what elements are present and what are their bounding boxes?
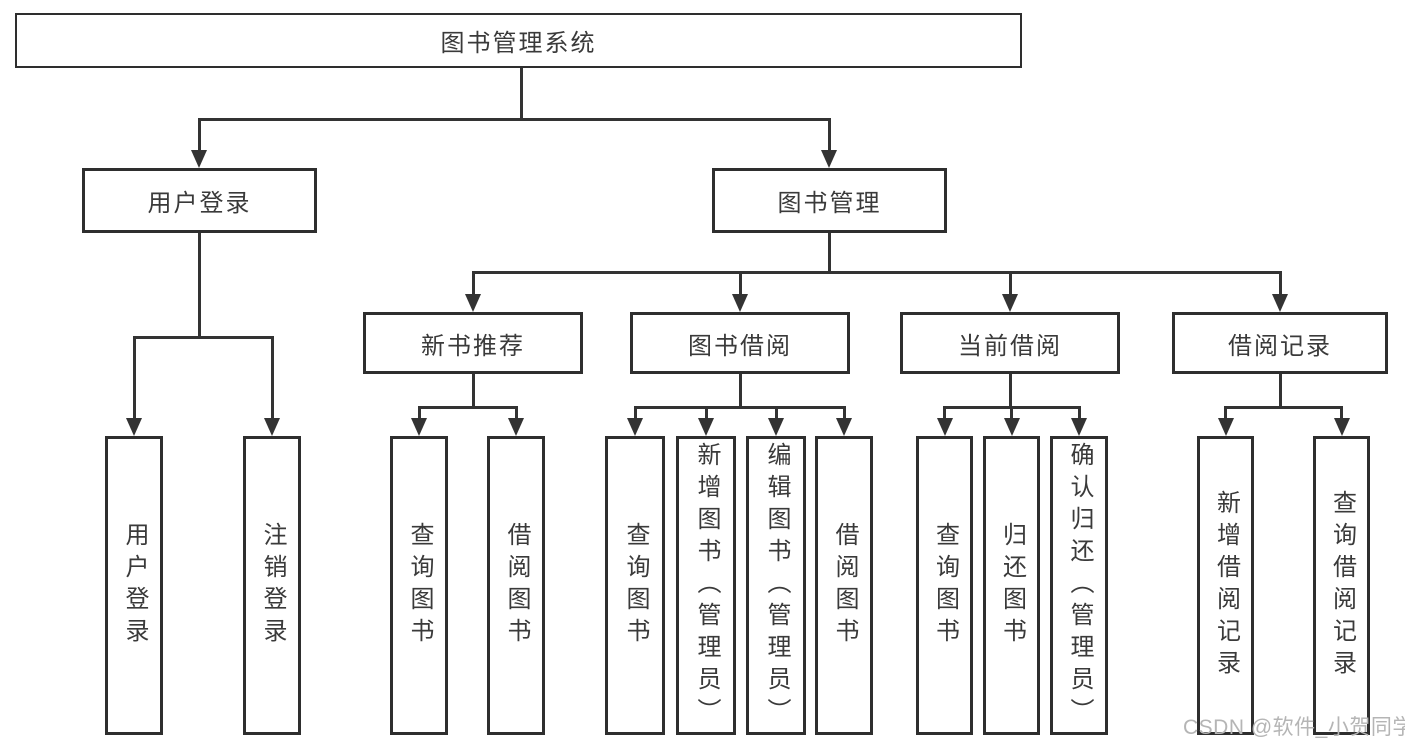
connector-line: [1278, 374, 1282, 406]
connector-line: [132, 336, 274, 339]
arrowhead-down-icon: [264, 418, 280, 436]
leaf-query-books-recommend: 查询图书: [390, 436, 448, 735]
connector-line: [827, 118, 831, 152]
leaf-query-books-current: 查询图书: [916, 436, 973, 735]
connector-line: [1008, 374, 1012, 406]
arrowhead-down-icon: [698, 418, 714, 436]
arrowhead-down-icon: [1002, 294, 1018, 312]
node-new-book-recommend: 新书推荐: [363, 312, 583, 374]
connector-line: [1278, 271, 1282, 296]
node-book-borrow: 图书借阅: [630, 312, 850, 374]
connector-line: [270, 336, 274, 420]
arrowhead-down-icon: [821, 150, 837, 168]
connector-line: [1340, 406, 1343, 420]
connector-line: [943, 406, 946, 420]
connector-line: [738, 374, 742, 406]
connector-line: [197, 118, 830, 121]
leaf-query-borrow-record: 查询借阅记录: [1313, 436, 1370, 735]
arrowhead-down-icon: [1003, 418, 1020, 436]
leaf-confirm-return-admin: 确认归还（管理员）: [1050, 436, 1108, 735]
connector-line: [520, 68, 523, 118]
connector-line: [633, 406, 637, 420]
connector-line: [842, 406, 846, 420]
connector-line: [704, 406, 708, 420]
arrowhead-down-icon: [191, 150, 207, 168]
connector-line: [827, 233, 831, 271]
arrowhead-down-icon: [411, 418, 427, 436]
arrowhead-down-icon: [836, 418, 852, 436]
connector-line: [1010, 406, 1013, 420]
connector-line: [1224, 406, 1343, 409]
leaf-add-books-admin: 新增图书（管理员）: [676, 436, 736, 735]
arrowhead-down-icon: [627, 418, 643, 436]
arrowhead-down-icon: [508, 418, 524, 436]
arrowhead-down-icon: [1272, 294, 1288, 312]
arrowhead-down-icon: [768, 418, 784, 436]
node-root-library-system: 图书管理系统: [15, 13, 1022, 68]
arrowhead-down-icon: [126, 418, 142, 436]
connector-line: [471, 271, 475, 296]
arrowhead-down-icon: [1217, 418, 1234, 436]
leaf-return-books: 归还图书: [983, 436, 1040, 735]
connector-line: [417, 406, 421, 420]
connector-line: [633, 406, 846, 409]
node-user-login-group: 用户登录: [82, 168, 317, 233]
connector-line: [1224, 406, 1227, 420]
leaf-user-login: 用户登录: [105, 436, 163, 735]
connector-line: [197, 118, 201, 152]
connector-line: [514, 406, 518, 420]
leaf-add-borrow-record: 新增借阅记录: [1197, 436, 1254, 735]
leaf-query-books-borrow: 查询图书: [605, 436, 665, 735]
watermark-text: CSDN @软件_小贺同学: [1183, 716, 1405, 739]
arrowhead-down-icon: [1071, 418, 1087, 436]
connector-line: [1077, 406, 1081, 420]
connector-line: [471, 271, 1282, 274]
connector-line: [774, 406, 778, 420]
node-borrow-records: 借阅记录: [1172, 312, 1388, 374]
arrowhead-down-icon: [732, 294, 748, 312]
arrowhead-down-icon: [936, 418, 953, 436]
arrowhead-down-icon: [1333, 418, 1350, 436]
connector-line: [471, 374, 475, 406]
connector-line: [132, 336, 136, 420]
leaf-borrow-books-recommend: 借阅图书: [487, 436, 545, 735]
connector-line: [417, 406, 518, 409]
leaf-logout-login: 注销登录: [243, 436, 301, 735]
connector-line: [197, 233, 201, 336]
node-current-borrow: 当前借阅: [900, 312, 1120, 374]
connector-line: [1008, 271, 1012, 296]
arrowhead-down-icon: [465, 294, 481, 312]
connector-line: [738, 271, 742, 296]
node-book-management-group: 图书管理: [712, 168, 947, 233]
leaf-edit-books-admin: 编辑图书（管理员）: [746, 436, 806, 735]
leaf-borrow-books: 借阅图书: [815, 436, 873, 735]
